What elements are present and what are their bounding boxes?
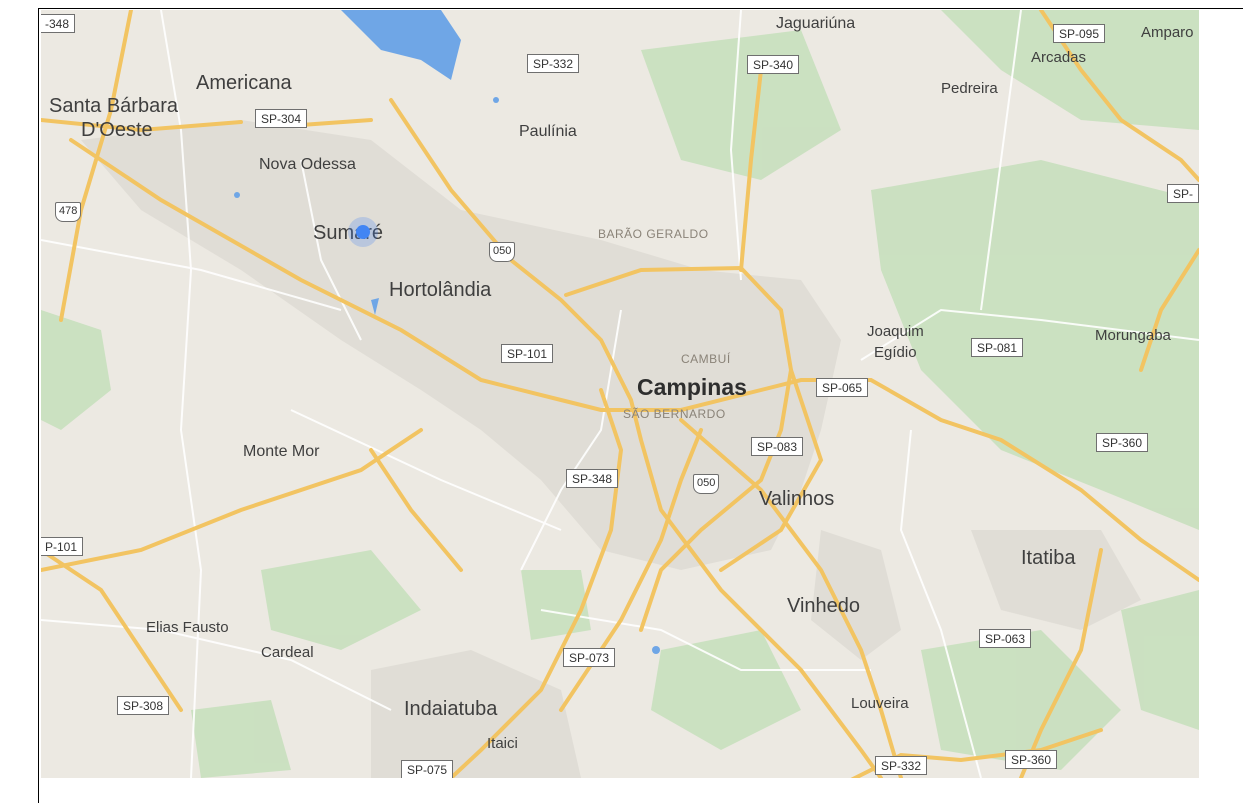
highway-shield-sp332-bottom: SP-332 xyxy=(875,756,928,775)
city-label-santa-barbara: Santa Bárbara xyxy=(49,95,178,117)
location-dot-icon[interactable] xyxy=(356,225,370,239)
city-label-valinhos: Valinhos xyxy=(759,488,835,510)
highway-shield-sp-right-edge: SP- xyxy=(1167,184,1199,203)
city-label-jaguariuna: Jaguariúna xyxy=(776,15,856,32)
highway-shield-br478: 478 xyxy=(55,202,82,222)
highway-shield-sp101: SP-101 xyxy=(501,344,554,363)
highway-shield-sp360-east: SP-360 xyxy=(1096,433,1149,452)
highway-shield-sp340: SP-340 xyxy=(747,55,800,74)
city-label-monte-mor: Monte Mor xyxy=(243,443,320,460)
highway-shield-sp083: SP-083 xyxy=(751,437,804,456)
highway-shield-sp348-top: -348 xyxy=(41,14,76,33)
city-label-campinas: Campinas xyxy=(637,374,747,400)
neighborhood-label-sao-bernardo: SÃO BERNARDO xyxy=(623,407,726,421)
page-frame xyxy=(38,8,1243,803)
highway-shield-sp348: SP-348 xyxy=(566,469,619,488)
highway-shield-sp332-top: SP-332 xyxy=(527,54,580,73)
city-label-vinhedo: Vinhedo xyxy=(787,595,861,617)
city-label-arcadas: Arcadas xyxy=(1031,49,1087,66)
city-label-itatiba: Itatiba xyxy=(1021,547,1076,569)
highway-shield-sp308: SP-308 xyxy=(117,696,170,715)
city-label-egidio: Egídio xyxy=(874,344,917,361)
city-label-morungaba: Morungaba xyxy=(1095,327,1171,344)
city-label-paulinia: Paulínia xyxy=(519,123,577,140)
highway-shield-sp065: SP-065 xyxy=(816,378,869,397)
city-label-amparo: Amparo xyxy=(1141,24,1194,41)
city-label-nova-odessa: Nova Odessa xyxy=(259,156,356,173)
city-label-hortolandia: Hortolândia xyxy=(389,279,492,301)
highway-shield-sp075: SP-075 xyxy=(401,760,454,778)
neighborhood-label-barao-geraldo: BARÃO GERALDO xyxy=(598,227,709,241)
city-label-joaquim: Joaquim xyxy=(867,323,924,340)
highway-shield-sp095: SP-095 xyxy=(1053,24,1106,43)
city-label-doeste: D'Oeste xyxy=(81,119,153,141)
highway-shield-sp360-bottom: SP-360 xyxy=(1005,750,1058,769)
highway-shield-sp063: SP-063 xyxy=(979,629,1032,648)
city-label-pedreira: Pedreira xyxy=(941,80,998,97)
city-label-sumare: Sumaré xyxy=(313,222,384,244)
highway-shield-br050-north: 050 xyxy=(489,242,516,262)
map-base-layer xyxy=(41,10,1199,778)
highway-shield-sp304: SP-304 xyxy=(255,109,308,128)
highway-shield-br050-south: 050 xyxy=(693,474,720,494)
city-label-indaiatuba: Indaiatuba xyxy=(404,698,498,720)
city-label-elias-fausto: Elias Fausto xyxy=(146,619,229,636)
city-label-itaici: Itaici xyxy=(487,735,518,752)
map-canvas[interactable]: Jaguariúna Amparo Arcadas Pedreira Ameri… xyxy=(41,10,1199,778)
city-label-louveira: Louveira xyxy=(851,695,909,712)
city-label-cardeal: Cardeal xyxy=(261,644,314,661)
highway-shield-sp081: SP-081 xyxy=(971,338,1024,357)
city-label-americana: Americana xyxy=(196,72,292,94)
neighborhood-label-cambui: CAMBUÍ xyxy=(681,352,731,366)
highway-shield-sp101-west: P-101 xyxy=(41,537,84,556)
highway-shield-sp073: SP-073 xyxy=(563,648,616,667)
